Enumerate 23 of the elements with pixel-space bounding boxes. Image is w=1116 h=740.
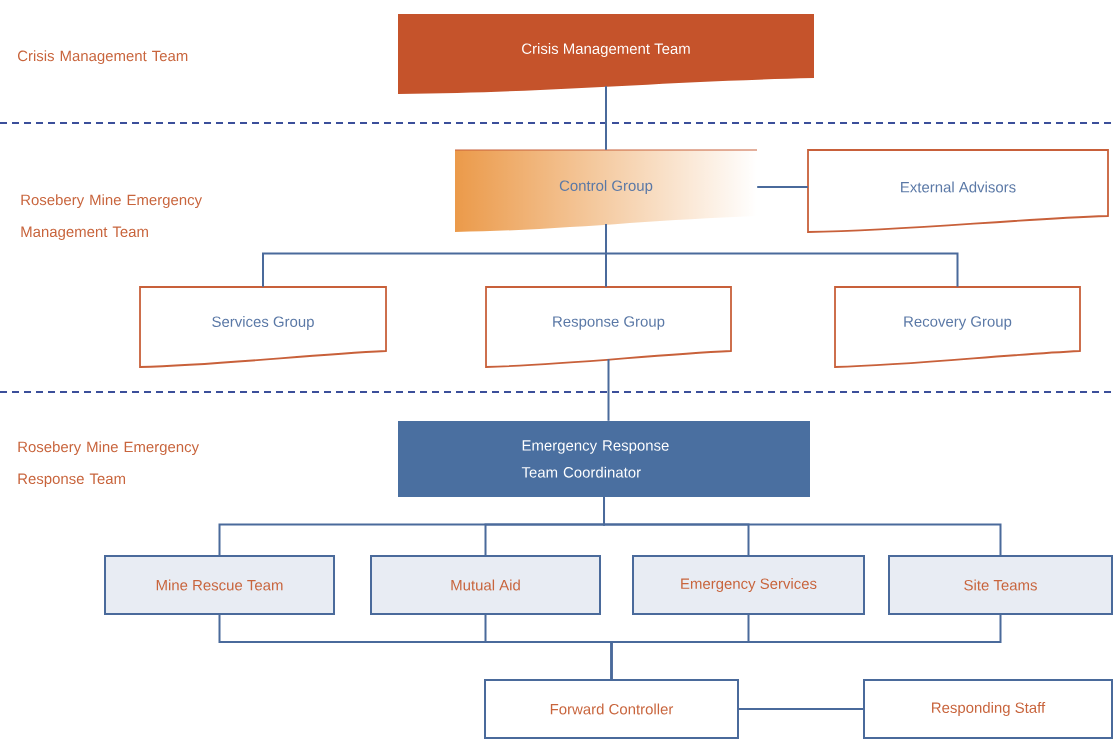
level-label: Rosebery Mine Emergency Management Team (21, 194, 203, 240)
connector-line (737, 708, 865, 710)
role-box: Forward Controller (484, 679, 739, 739)
connector-line (756, 186, 809, 188)
team-box: Crisis Management Team (398, 14, 814, 94)
level-label: Rosebery Mine Emergency Response Team (18, 441, 200, 487)
connector-line (605, 223, 959, 288)
level-label: Crisis Management Team (17, 50, 188, 65)
team-box: Mutual Aid (370, 555, 601, 615)
team-box: Mine Rescue Team (104, 555, 335, 615)
group-box: Recovery Group (834, 286, 1081, 368)
role-box: Responding Staff (863, 679, 1113, 739)
connector-line (607, 358, 610, 422)
group-box: External Advisors (807, 149, 1109, 233)
connector-line (610, 613, 1002, 681)
group-box: Response Group (485, 286, 732, 368)
group-box: Control Group (454, 149, 758, 194)
group-box: Services Group (139, 286, 387, 368)
connector-line (605, 85, 607, 151)
team-box: Site Teams (888, 555, 1113, 615)
coordinator-box: Emergency Response Team Coordinator (398, 421, 810, 497)
team-box: Emergency Services (632, 555, 865, 615)
connector-line (603, 496, 1002, 557)
